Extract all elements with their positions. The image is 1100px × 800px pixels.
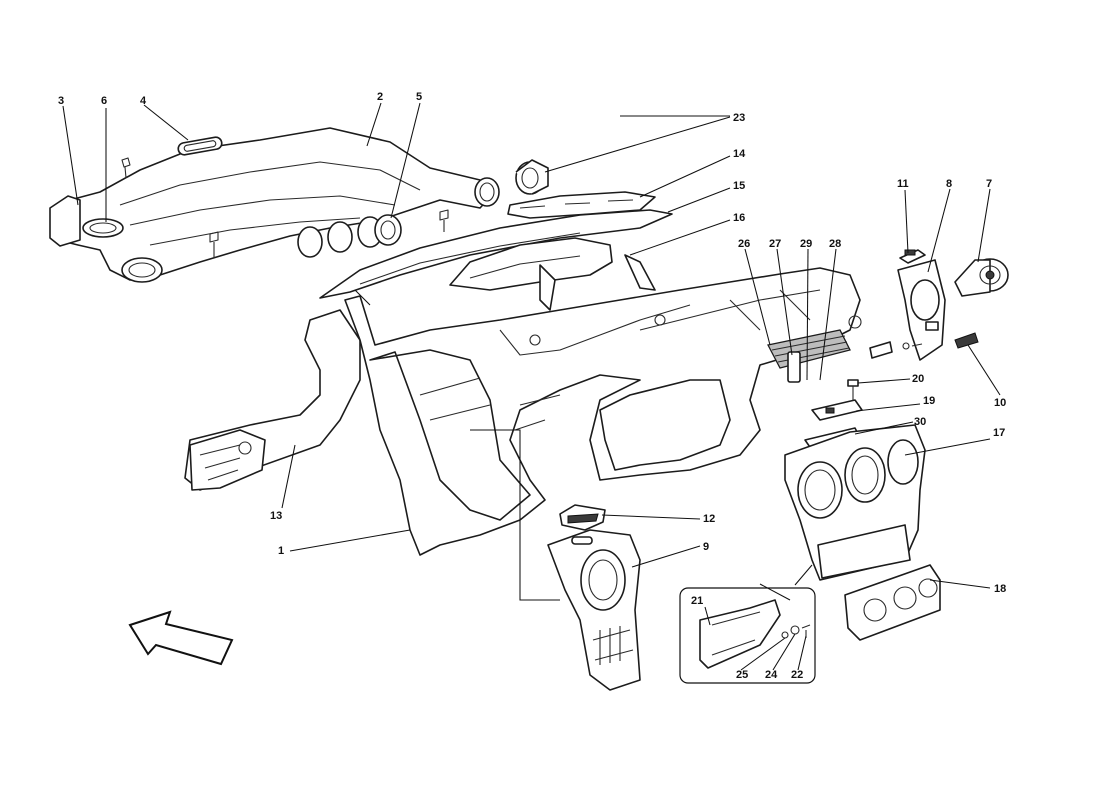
callout-26: 26 (738, 238, 750, 250)
callout-6: 6 (101, 95, 107, 107)
air-duct-assembly (49, 127, 500, 283)
direction-arrow (128, 610, 234, 666)
callout-24: 24 (765, 669, 778, 681)
callout-2: 2 (377, 91, 383, 103)
round-vent-7 (954, 258, 1009, 297)
dashboard-frame-1 (344, 254, 862, 556)
round-vent-23 (515, 159, 549, 195)
callout-9: 9 (703, 541, 709, 553)
callout-7: 7 (986, 178, 992, 190)
callout-30: 30 (914, 416, 926, 428)
side-vent-8 (897, 259, 946, 361)
hinge-bracket (869, 341, 923, 359)
callout-23: 23 (733, 112, 745, 124)
callout-4: 4 (140, 95, 147, 107)
callout-20: 20 (912, 373, 924, 385)
callout-25: 25 (736, 669, 748, 681)
callout-5: 5 (416, 91, 422, 103)
dash-top-pad (319, 191, 673, 299)
callout-11: 11 (897, 178, 909, 190)
console-trim-17 (784, 424, 926, 581)
callout-15: 15 (733, 180, 745, 192)
callout-29: 29 (800, 238, 812, 250)
callout-1: 1 (278, 545, 284, 557)
callout-8: 8 (946, 178, 952, 190)
climate-panel-18 (844, 564, 941, 641)
clip-11 (899, 249, 926, 264)
detail-inset (679, 587, 816, 684)
callout-10: 10 (994, 397, 1006, 409)
callout-3: 3 (58, 95, 64, 107)
callout-28: 28 (829, 238, 841, 250)
callout-16: 16 (733, 212, 745, 224)
instrument-cover-16 (449, 237, 613, 291)
bracket-19 (811, 399, 863, 421)
side-panel-9 (547, 529, 641, 691)
mesh-panel-26-27 (767, 329, 851, 383)
callout-21: 21 (691, 595, 703, 607)
leader-lines (62, 102, 1001, 671)
callout-14: 14 (733, 148, 746, 160)
callout-18: 18 (994, 583, 1006, 595)
callout-12: 12 (703, 513, 715, 525)
callout-labels: 3 6 4 2 5 23 14 15 16 11 8 7 26 27 29 28… (58, 91, 1006, 681)
switch-12 (559, 504, 606, 531)
callout-17: 17 (993, 427, 1005, 439)
pedal-bracket-13 (184, 309, 361, 491)
callout-22: 22 (791, 669, 803, 681)
screw-20 (847, 379, 859, 400)
callout-13: 13 (270, 510, 282, 522)
callout-19: 19 (923, 395, 935, 407)
callout-27: 27 (769, 238, 781, 250)
grille-10 (954, 332, 979, 349)
